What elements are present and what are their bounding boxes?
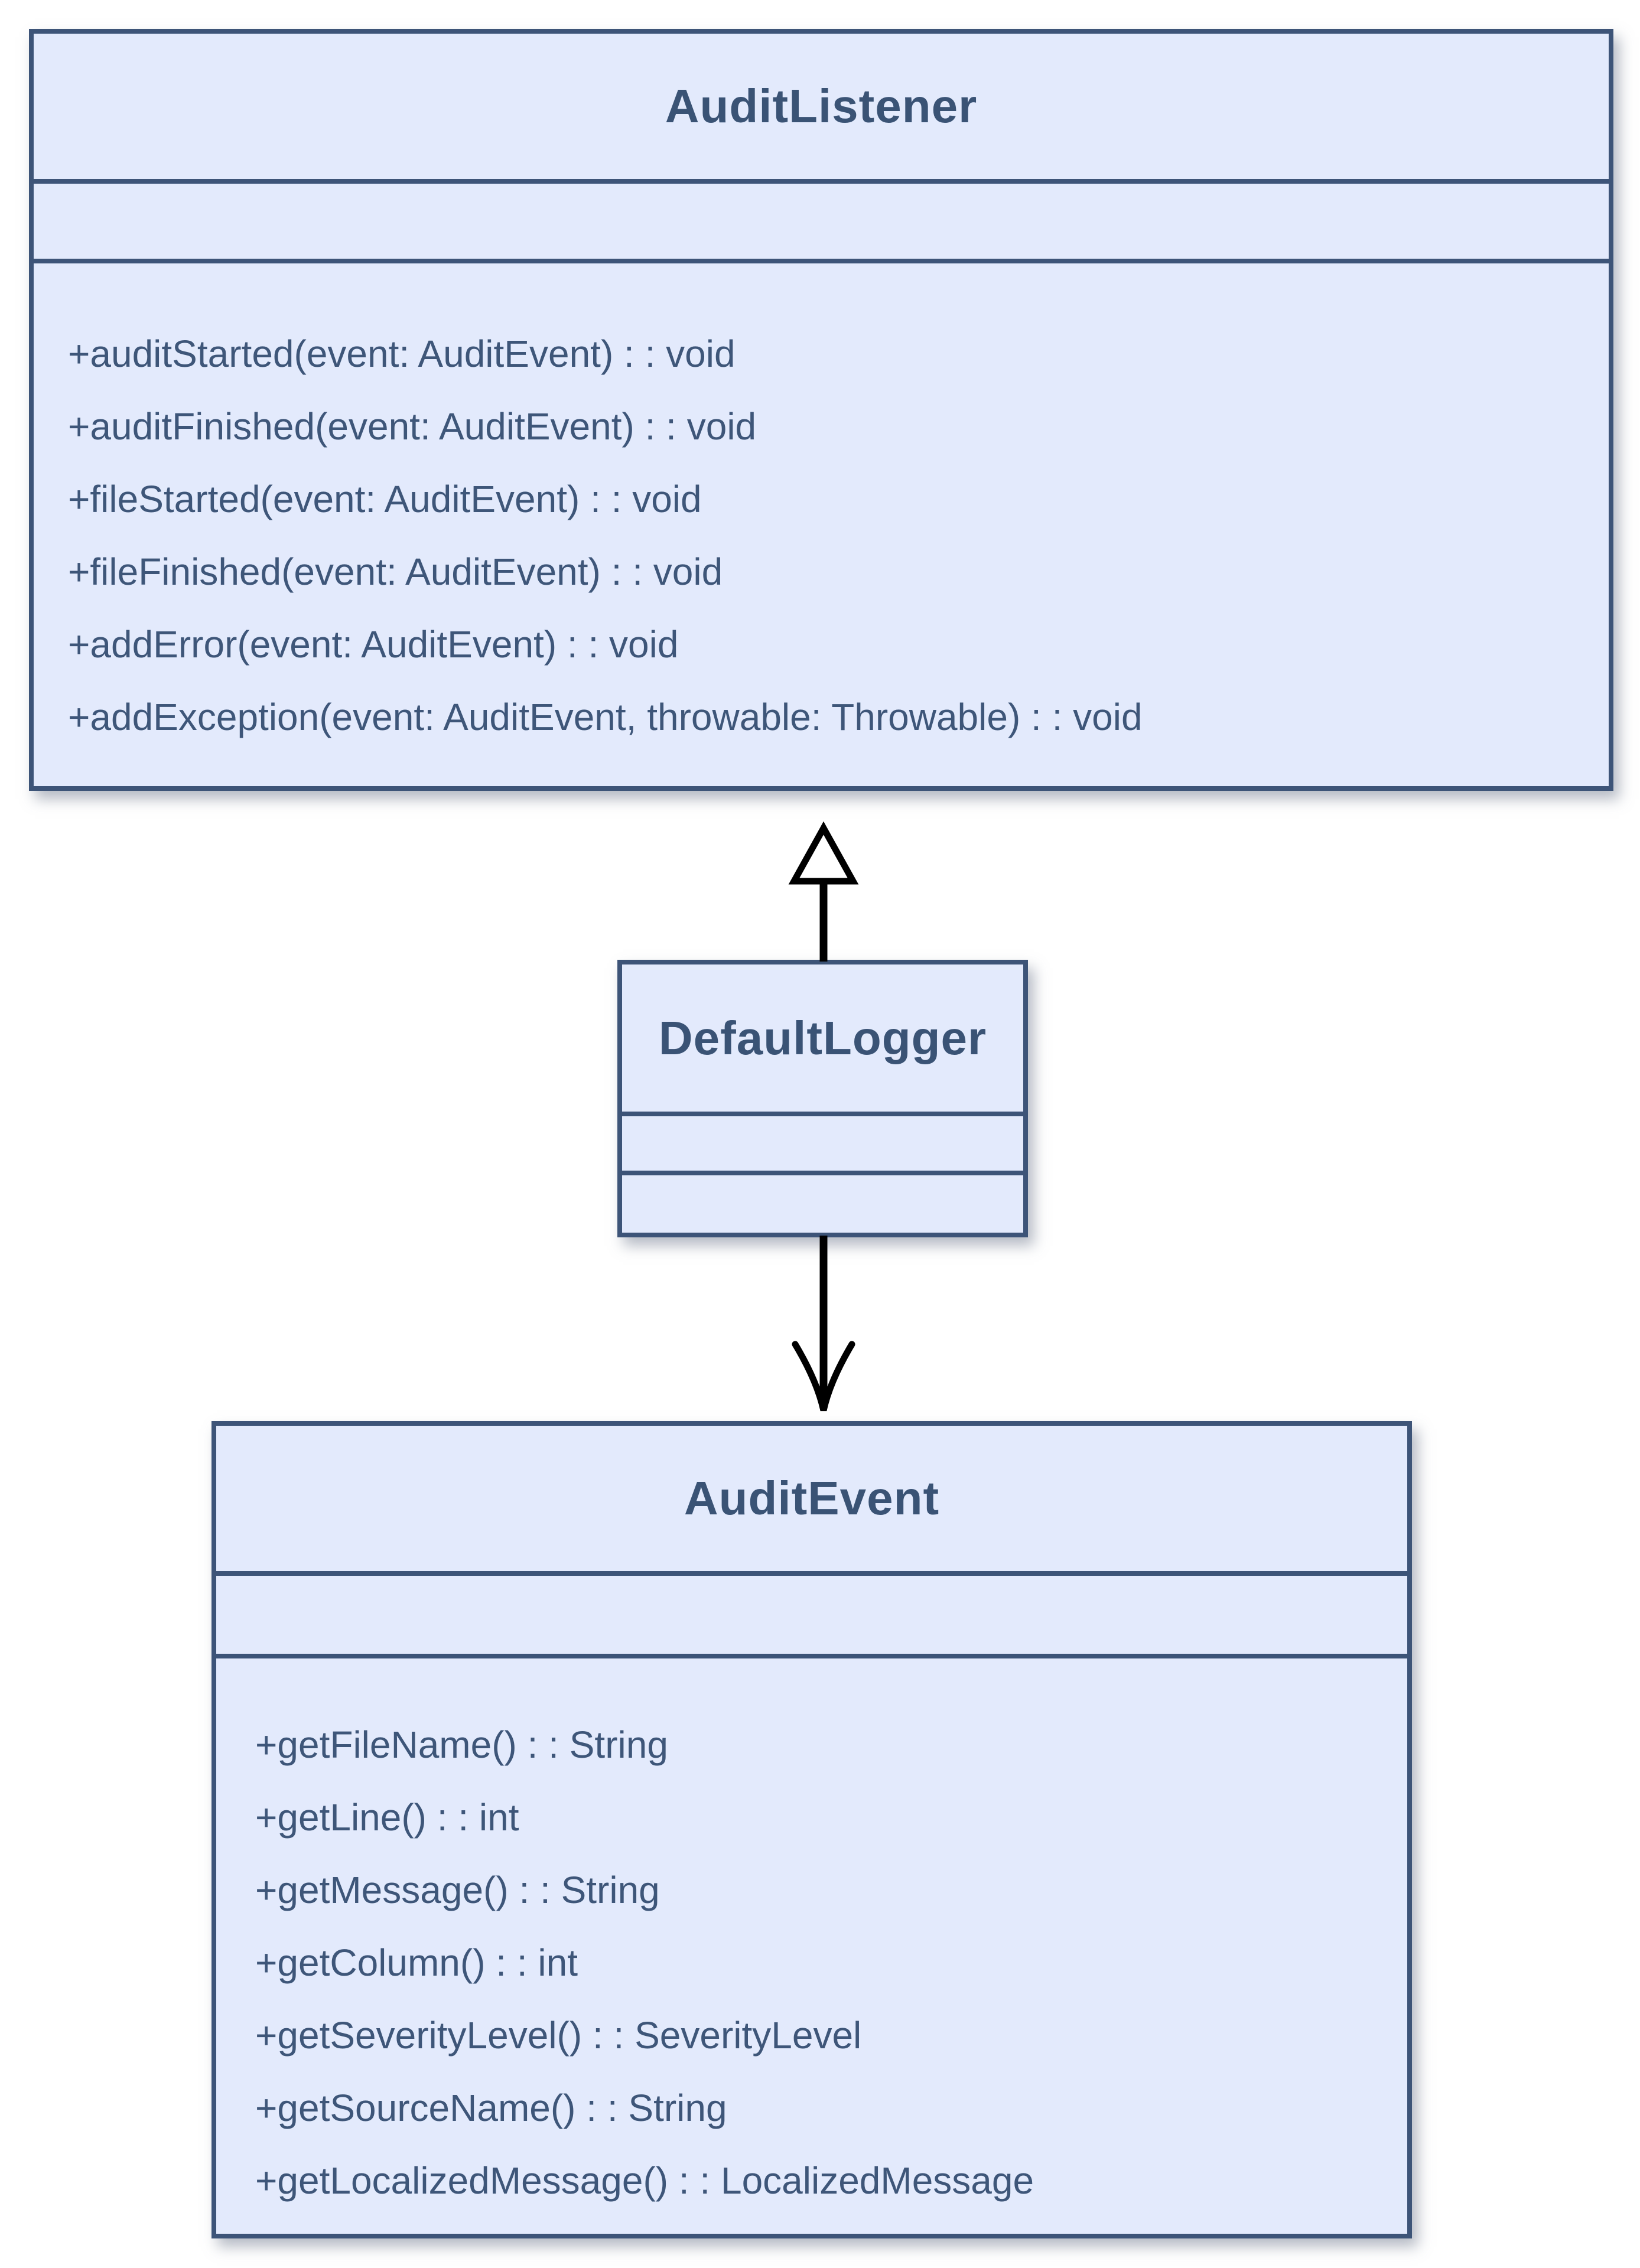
method-row: +addException(event: AuditEvent, throwab… — [68, 696, 1143, 738]
defaultlogger-methods-compartment — [622, 1175, 1023, 1233]
auditlistener-title-compartment: AuditListener — [34, 34, 1609, 184]
association-arrow-defaultlogger-to-auditevent — [792, 1236, 855, 1412]
method-row: +fileStarted(event: AuditEvent) : : void — [68, 478, 702, 520]
method-row: +getLine() : : int — [255, 1796, 519, 1839]
open-v-arrowhead-icon — [792, 1341, 855, 1412]
auditevent-methods-compartment: +getFileName() : : String +getLine() : : … — [216, 1658, 1407, 2234]
class-name-auditlistener: AuditListener — [665, 80, 978, 132]
class-box-auditlistener: AuditListener +auditStarted(event: Audit… — [29, 29, 1613, 791]
hollow-triangle-arrowhead-icon — [788, 821, 859, 885]
method-row: +getSeverityLevel() : : SeverityLevel — [255, 2014, 862, 2057]
method-row: +getMessage() : : String — [255, 1869, 660, 1911]
class-name-defaultlogger: DefaultLogger — [658, 1011, 987, 1064]
class-box-auditevent: AuditEvent +getFileName() : : String+get… — [211, 1421, 1412, 2238]
defaultlogger-title-compartment: DefaultLogger — [622, 964, 1023, 1116]
defaultlogger-attributes-compartment — [622, 1116, 1023, 1175]
generalization-arrow-defaultlogger-to-auditlistener — [788, 821, 859, 962]
auditlistener-attributes-compartment — [34, 184, 1609, 263]
method-row: +fileFinished(event: AuditEvent) : : voi… — [68, 550, 723, 593]
method-row: +auditFinished(event: AuditEvent) : : vo… — [68, 405, 757, 448]
method-row: +addError(event: AuditEvent) : : void — [68, 623, 679, 666]
method-row: +auditStarted(event: AuditEvent) : : voi… — [68, 333, 736, 375]
method-row: +getSourceName() : : String — [255, 2087, 727, 2129]
method-row: +getLocalizedMessage() : : LocalizedMess… — [255, 2159, 1034, 2202]
method-row: +getFileName() : : String — [255, 1723, 668, 1766]
auditevent-title-compartment: AuditEvent — [216, 1426, 1407, 1576]
auditlistener-methods-compartment: +auditStarted(event: AuditEvent) : : voi… — [34, 263, 1609, 786]
method-row: +getColumn() : : int — [255, 1941, 578, 1984]
class-name-auditevent: AuditEvent — [684, 1472, 940, 1524]
class-box-defaultlogger: DefaultLogger — [617, 960, 1028, 1237]
auditevent-attributes-compartment — [216, 1576, 1407, 1658]
